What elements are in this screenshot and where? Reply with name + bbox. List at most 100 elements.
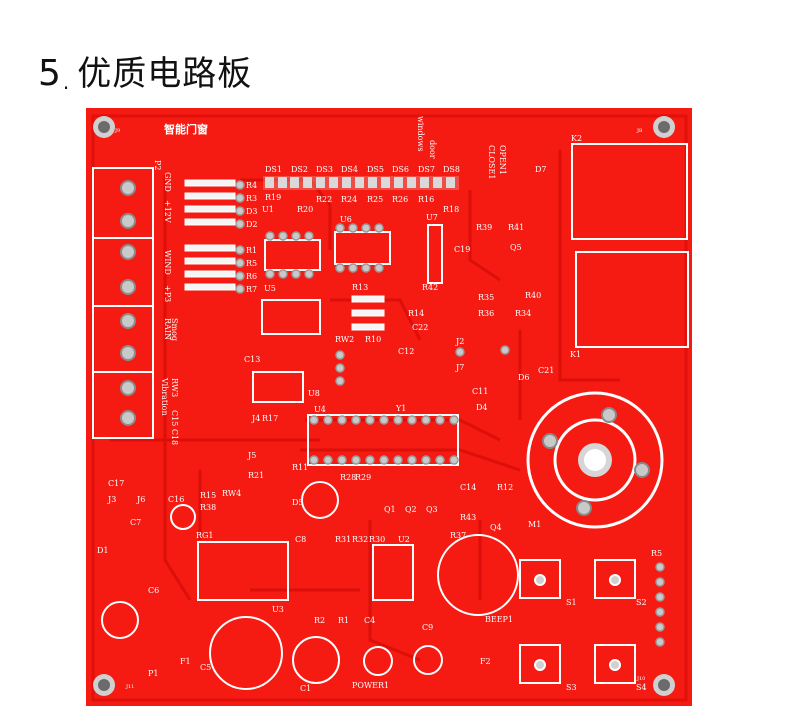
svg-text:POWER1: POWER1 [352,681,389,690]
svg-text:R2: R2 [314,616,325,625]
svg-text:J11: J11 [125,684,134,690]
silkscreen-labels: 智能门窗 J9 J8 J10 J11 P2 GND +12V WIND +P3 … [97,116,662,693]
svg-text:R41: R41 [508,223,524,232]
svg-text:J5: J5 [247,451,256,460]
svg-text:U3: U3 [272,605,284,614]
svg-text:R14: R14 [408,309,424,318]
svg-text:C16: C16 [168,495,184,504]
svg-text:R25: R25 [367,195,383,204]
svg-text:R16: R16 [418,195,434,204]
svg-text:J8: J8 [636,128,642,134]
svg-text:DS5: DS5 [367,165,384,174]
svg-text:C12: C12 [398,347,414,356]
svg-text:U7: U7 [426,213,438,222]
svg-text:D2: D2 [246,220,258,229]
svg-text:S1: S1 [566,598,577,607]
svg-text:J10: J10 [636,676,645,682]
svg-text:+12V: +12V [163,200,172,223]
svg-text:CLOSE1: CLOSE1 [487,145,496,179]
svg-text:Y1: Y1 [395,404,406,413]
svg-text:R38: R38 [200,503,216,512]
svg-text:GND: GND [163,172,172,192]
svg-text:C21: C21 [538,366,554,375]
svg-text:U4: U4 [314,405,326,414]
svg-text:DS4: DS4 [341,165,358,174]
svg-text:DS3: DS3 [316,165,333,174]
svg-text:Q3: Q3 [426,505,438,514]
svg-text:J3: J3 [107,495,116,504]
svg-text:RW2: RW2 [335,335,354,344]
svg-text:C9: C9 [422,623,433,632]
svg-text:Q2: Q2 [405,505,417,514]
svg-text:C1: C1 [300,684,311,693]
svg-text:R35: R35 [478,293,494,302]
svg-text:K2: K2 [571,134,582,143]
svg-text:S4: S4 [636,683,647,692]
svg-text:R21: R21 [248,471,264,480]
svg-text:R18: R18 [443,205,459,214]
svg-text:U8: U8 [308,389,320,398]
svg-text:R43: R43 [460,513,476,522]
svg-text:S3: S3 [566,683,577,692]
svg-text:BEEP1: BEEP1 [485,615,513,624]
svg-text:F2: F2 [480,657,491,666]
mounting-holes [93,116,675,696]
svg-text:M1: M1 [528,520,541,529]
svg-text:U5: U5 [264,284,276,293]
svg-text:C6: C6 [148,586,159,595]
svg-text:F1: F1 [180,657,191,666]
svg-text:K1: K1 [570,350,581,359]
svg-text:Q4: Q4 [490,523,502,532]
board-title: 智能门窗 [164,122,208,136]
svg-text:Smog: Smog [170,318,179,341]
svg-text:R5: R5 [246,259,257,268]
svg-text:RW3: RW3 [170,378,179,397]
svg-text:R13: R13 [352,283,368,292]
svg-text:U2: U2 [398,535,410,544]
svg-text:R3: R3 [246,194,257,203]
svg-text:P1: P1 [148,669,158,678]
svg-text:R37: R37 [450,531,466,540]
svg-text:R24: R24 [341,195,357,204]
heading-number: 5 [38,53,61,94]
svg-text:RW4: RW4 [222,489,241,498]
svg-text:C8: C8 [295,535,306,544]
tact-switches [519,559,636,684]
svg-text:C5: C5 [200,663,211,672]
svg-text:R30: R30 [369,535,385,544]
svg-text:J9: J9 [114,128,120,134]
svg-text:R28: R28 [340,473,356,482]
svg-text:R19: R19 [265,193,281,202]
svg-text:J6: J6 [136,495,145,504]
svg-text:J4: J4 [251,414,260,423]
svg-text:J7: J7 [455,363,464,372]
svg-text:R5: R5 [651,549,662,558]
svg-text:DS6: DS6 [392,165,409,174]
svg-text:R26: R26 [392,195,408,204]
svg-text:Vibration: Vibration [160,377,169,416]
svg-text:DS7: DS7 [418,165,435,174]
svg-text:DS8: DS8 [443,165,460,174]
svg-text:R11: R11 [292,463,308,472]
svg-text:R40: R40 [525,291,541,300]
svg-text:P2: P2 [153,160,162,170]
svg-text:R32: R32 [352,535,368,544]
svg-text:door: door [428,140,437,159]
svg-text:U6: U6 [340,215,352,224]
left-resistor-array [184,179,385,331]
svg-text:OPEN1: OPEN1 [498,145,507,175]
svg-text:R10: R10 [365,335,381,344]
terminal-blocks [92,167,154,439]
svg-text:C14: C14 [460,483,476,492]
svg-text:C22: C22 [412,323,428,332]
svg-text:WIND: WIND [163,250,172,275]
svg-text:windows: windows [416,116,425,151]
svg-text:D5: D5 [292,498,304,507]
svg-text:C13: C13 [244,355,260,364]
svg-text:Q1: Q1 [384,505,396,514]
svg-text:RAIN: RAIN [163,318,172,340]
round-component-footprints [101,481,519,690]
svg-text:Q5: Q5 [510,243,522,252]
svg-text:C19: C19 [454,245,470,254]
